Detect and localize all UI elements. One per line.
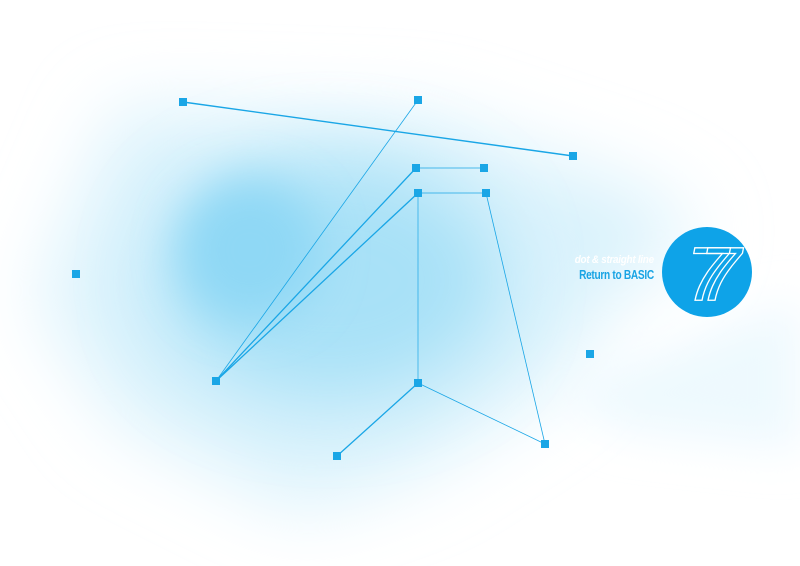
return-title: Return to BASIC	[579, 267, 654, 282]
dot	[541, 440, 549, 448]
dot	[586, 350, 594, 358]
dot	[412, 164, 420, 172]
background-haze	[40, 110, 800, 510]
title-block: dot & straight line Return to BASIC	[560, 226, 760, 326]
emblem-number-outline-2: 7	[699, 232, 744, 317]
dot	[569, 152, 577, 160]
emblem-number-outline: 7	[686, 232, 731, 317]
line-bottom-right	[417, 382, 546, 445]
dot	[72, 270, 80, 278]
dot	[414, 379, 422, 387]
line-mid-to-left-b	[215, 192, 419, 382]
return-emphasis: BASIC	[624, 267, 654, 282]
haze-bright	[180, 180, 320, 320]
dot	[482, 189, 490, 197]
line-group	[182, 99, 574, 457]
dot-group	[72, 96, 594, 460]
emblem-circle	[662, 227, 752, 317]
line-right-slant	[485, 192, 546, 445]
line-bottom-left	[336, 382, 419, 457]
dot	[480, 164, 488, 172]
line-long-diagonal	[182, 101, 574, 157]
dot	[414, 189, 422, 197]
line-mid-to-left-a	[215, 167, 417, 382]
dot	[414, 96, 422, 104]
dot	[212, 377, 220, 385]
subtitle: dot & straight line	[574, 254, 654, 266]
return-prefix: Return to	[579, 267, 622, 282]
dot	[333, 452, 341, 460]
dot	[179, 98, 187, 106]
line-top-to-left	[215, 99, 419, 382]
number-emblem: 7 7	[662, 227, 752, 318]
haze-right	[560, 300, 800, 450]
